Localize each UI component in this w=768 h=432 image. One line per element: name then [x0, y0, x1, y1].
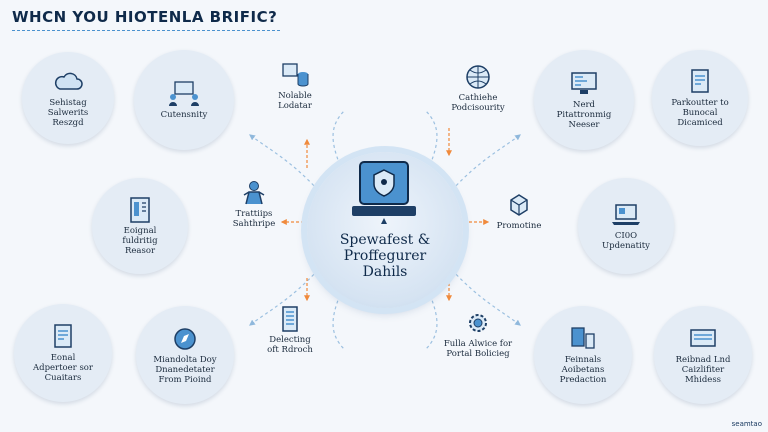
node-parkoutter: Parkoutter to Bunocal Dicamiced: [652, 50, 748, 146]
cloud-icon: [54, 72, 83, 90]
page-title: WHCN YOU HIOTENLA BRIFIC?: [12, 8, 278, 26]
brand-watermark: seamtao: [731, 420, 762, 428]
presentation-team-icon: [169, 80, 199, 106]
gear-icon: [469, 314, 487, 332]
box-icon: [510, 194, 528, 216]
node-label: Miandolta Doy Dnanedetater From Pioind: [153, 354, 217, 385]
node-nerd: Nerd Pitattronmig Neeser: [534, 50, 634, 150]
monitor-icon: [571, 71, 597, 94]
node-label: Eonal Adpertoer sor Cuaitars: [33, 352, 93, 383]
checklist-icon: [282, 306, 298, 332]
laptop-icon: [612, 203, 640, 225]
node-reibnad: Reibnad Lnd Caizlifiter Mhidess: [654, 306, 752, 404]
database-icon: [282, 63, 309, 87]
node-cutensnity: Cutensnity: [134, 50, 234, 150]
node-feinnals: Feinnals Aoibetans Predaction: [534, 306, 632, 404]
node-trattiips: Trattiips Sahthripe: [220, 180, 288, 229]
node-nolable: Nolable Lodatar: [260, 62, 330, 111]
node-cathiehe: Cathiehe Podcisourity: [430, 64, 526, 113]
compass-icon: [174, 327, 196, 350]
node-label: Cathiehe Podcisourity: [451, 93, 505, 113]
node-promotine: Promotine: [486, 192, 552, 231]
node-label: Cutensnity: [160, 109, 208, 120]
node-label: Nolable Lodatar: [278, 91, 312, 111]
tablet-icon: [690, 328, 716, 347]
node-delecting: Delecting oft Rdroch: [254, 306, 326, 355]
node-label: Feinnals Aoibetans Predaction: [559, 354, 607, 385]
node-eoignal: Eoignal fuldritig Reasor: [92, 178, 188, 274]
node-label: Reibnad Lnd Caizlifiter Mhidess: [675, 354, 731, 385]
node-label: Sehistag Salwerits Reszgd: [47, 97, 89, 128]
node-label: Promotine: [496, 221, 542, 231]
person-icon: [243, 181, 265, 205]
server-icon: [130, 196, 150, 223]
node-label: Fulla Alwice for Portal Bolicieg: [443, 339, 513, 359]
central-server-icon: [352, 161, 416, 224]
title-underline: [12, 30, 280, 31]
node-label: Trattiips Sahthripe: [232, 209, 276, 229]
devices-icon: [571, 326, 595, 349]
node-fulla: Fulla Alwice for Portal Bolicieg: [426, 310, 530, 359]
node-sehistag: Sehistag Salwerits Reszgd: [22, 52, 114, 144]
node-label: Eoignal fuldritig Reasor: [122, 225, 158, 256]
node-label: Parkoutter to Bunocal Dicamiced: [671, 97, 729, 128]
central-hub-label: Spewafest & Proffegurer Dahils: [339, 232, 431, 280]
node-label: Nerd Pitattronmig Neeser: [556, 99, 612, 130]
node-miandolta: Miandolta Doy Dnanedetater From Pioind: [136, 306, 234, 404]
node-label: CI0O Updenatity: [602, 230, 650, 251]
node-cioo: CI0O Updenatity: [578, 178, 674, 274]
document-icon: [691, 68, 709, 93]
document-icon: [54, 323, 72, 348]
globe-icon: [466, 65, 490, 89]
node-label: Delecting oft Rdroch: [267, 335, 313, 355]
node-eonal: Eonal Adpertoer sor Cuaitars: [14, 304, 112, 402]
